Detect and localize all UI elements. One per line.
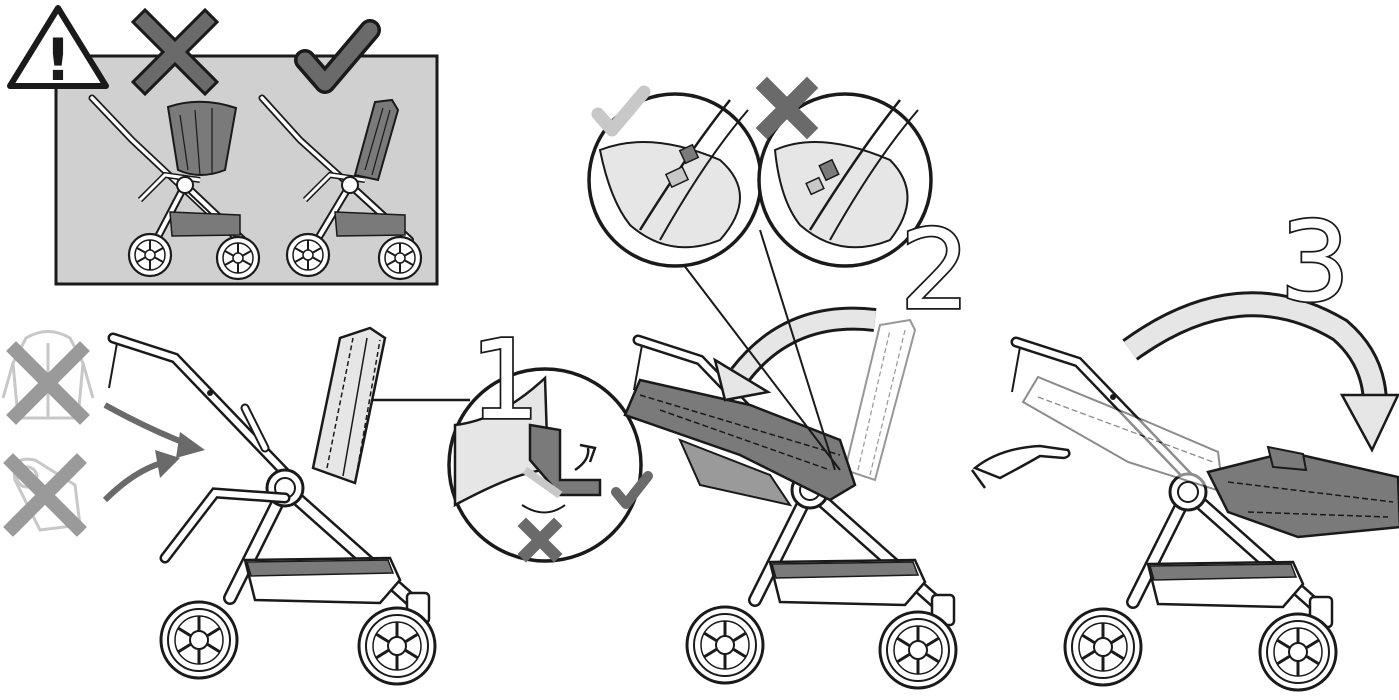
step-2-number: 2 xyxy=(900,206,970,334)
step-1-number: 1 xyxy=(470,316,540,444)
warning-panel xyxy=(56,56,437,284)
arrow-icon xyxy=(715,319,875,400)
arrow-icon xyxy=(105,405,205,500)
step-2-stroller xyxy=(625,320,956,688)
hand-icon xyxy=(972,446,1069,488)
blanket-icon xyxy=(13,459,80,530)
warning-triangle-icon: ! xyxy=(10,8,106,94)
arrow-icon xyxy=(1130,304,1398,450)
step-1-stroller xyxy=(109,328,435,684)
svg-text:!: ! xyxy=(45,26,71,94)
jacket-icon xyxy=(3,332,93,419)
step-3-number: 3 xyxy=(1280,198,1350,326)
